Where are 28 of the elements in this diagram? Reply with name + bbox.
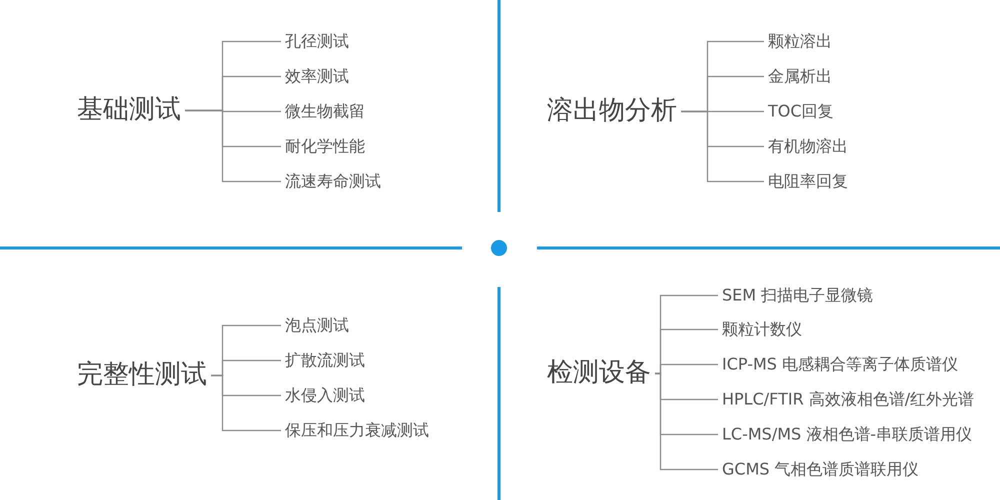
connector-line [211, 374, 281, 432]
list-item: 电阻率回复 [768, 171, 848, 191]
connector-line [185, 110, 281, 182]
list-item: 颗粒计数仪 [722, 319, 802, 339]
connector-line [655, 372, 718, 470]
list-item: HPLC/FTIR 高效液相色谱/红外光谱 [722, 389, 974, 409]
list-item: 扩散流测试 [285, 350, 365, 370]
category-heading: 基础测试 [77, 94, 181, 126]
list-item: 金属析出 [768, 66, 832, 86]
list-item: 颗粒溶出 [768, 31, 832, 51]
category-heading: 溶出物分析 [547, 95, 677, 127]
list-item: 水侵入测试 [285, 385, 365, 405]
category-heading: 完整性测试 [77, 359, 207, 391]
list-item: 泡点测试 [285, 315, 349, 335]
list-item: 流速寿命测试 [285, 171, 381, 191]
list-item: 微生物截留 [285, 101, 365, 121]
list-item: 保压和压力衰减测试 [285, 420, 429, 440]
list-item: 有机物溶出 [768, 136, 848, 156]
list-item: 孔径测试 [285, 31, 349, 51]
list-item: 效率测试 [285, 66, 349, 86]
list-item: 耐化学性能 [285, 136, 365, 156]
list-item: SEM 扫描电子显微镜 [722, 285, 874, 305]
list-item: ICP-MS 电感耦合等离子体质谱仪 [722, 354, 958, 374]
connector-line [681, 110, 764, 182]
list-item: GCMS 气相色谱质谱联用仪 [722, 459, 919, 479]
category-heading: 检测设备 [547, 357, 651, 389]
list-item: TOC回复 [768, 101, 834, 121]
list-item: LC-MS/MS 液相色谱-串联质谱用仪 [722, 424, 972, 444]
